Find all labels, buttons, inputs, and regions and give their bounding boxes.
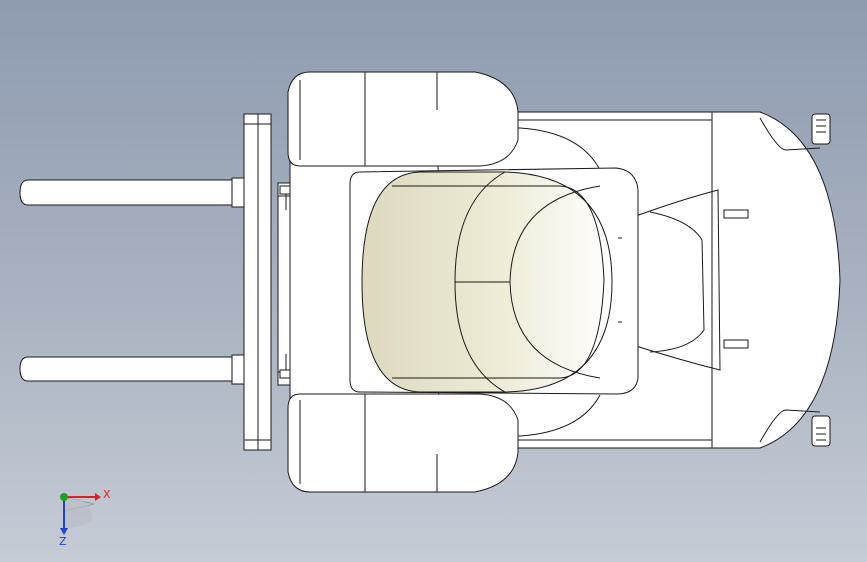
fork-lower[interactable] (19, 354, 249, 385)
axis-triad (60, 493, 101, 535)
x-axis-label: X (103, 488, 111, 501)
fork-upper[interactable] (19, 177, 249, 208)
wheel-lower[interactable] (287, 393, 519, 493)
y-axis-marker (60, 493, 68, 501)
wheel-upper[interactable] (287, 71, 519, 167)
counterweight[interactable] (711, 111, 841, 449)
z-axis-label: Z (59, 535, 67, 548)
overhead-guard[interactable] (349, 167, 639, 395)
fork-carriage[interactable] (243, 113, 272, 451)
z-axis-arrow (60, 528, 68, 535)
floor-plate (635, 189, 721, 371)
x-axis-arrow (95, 493, 101, 501)
